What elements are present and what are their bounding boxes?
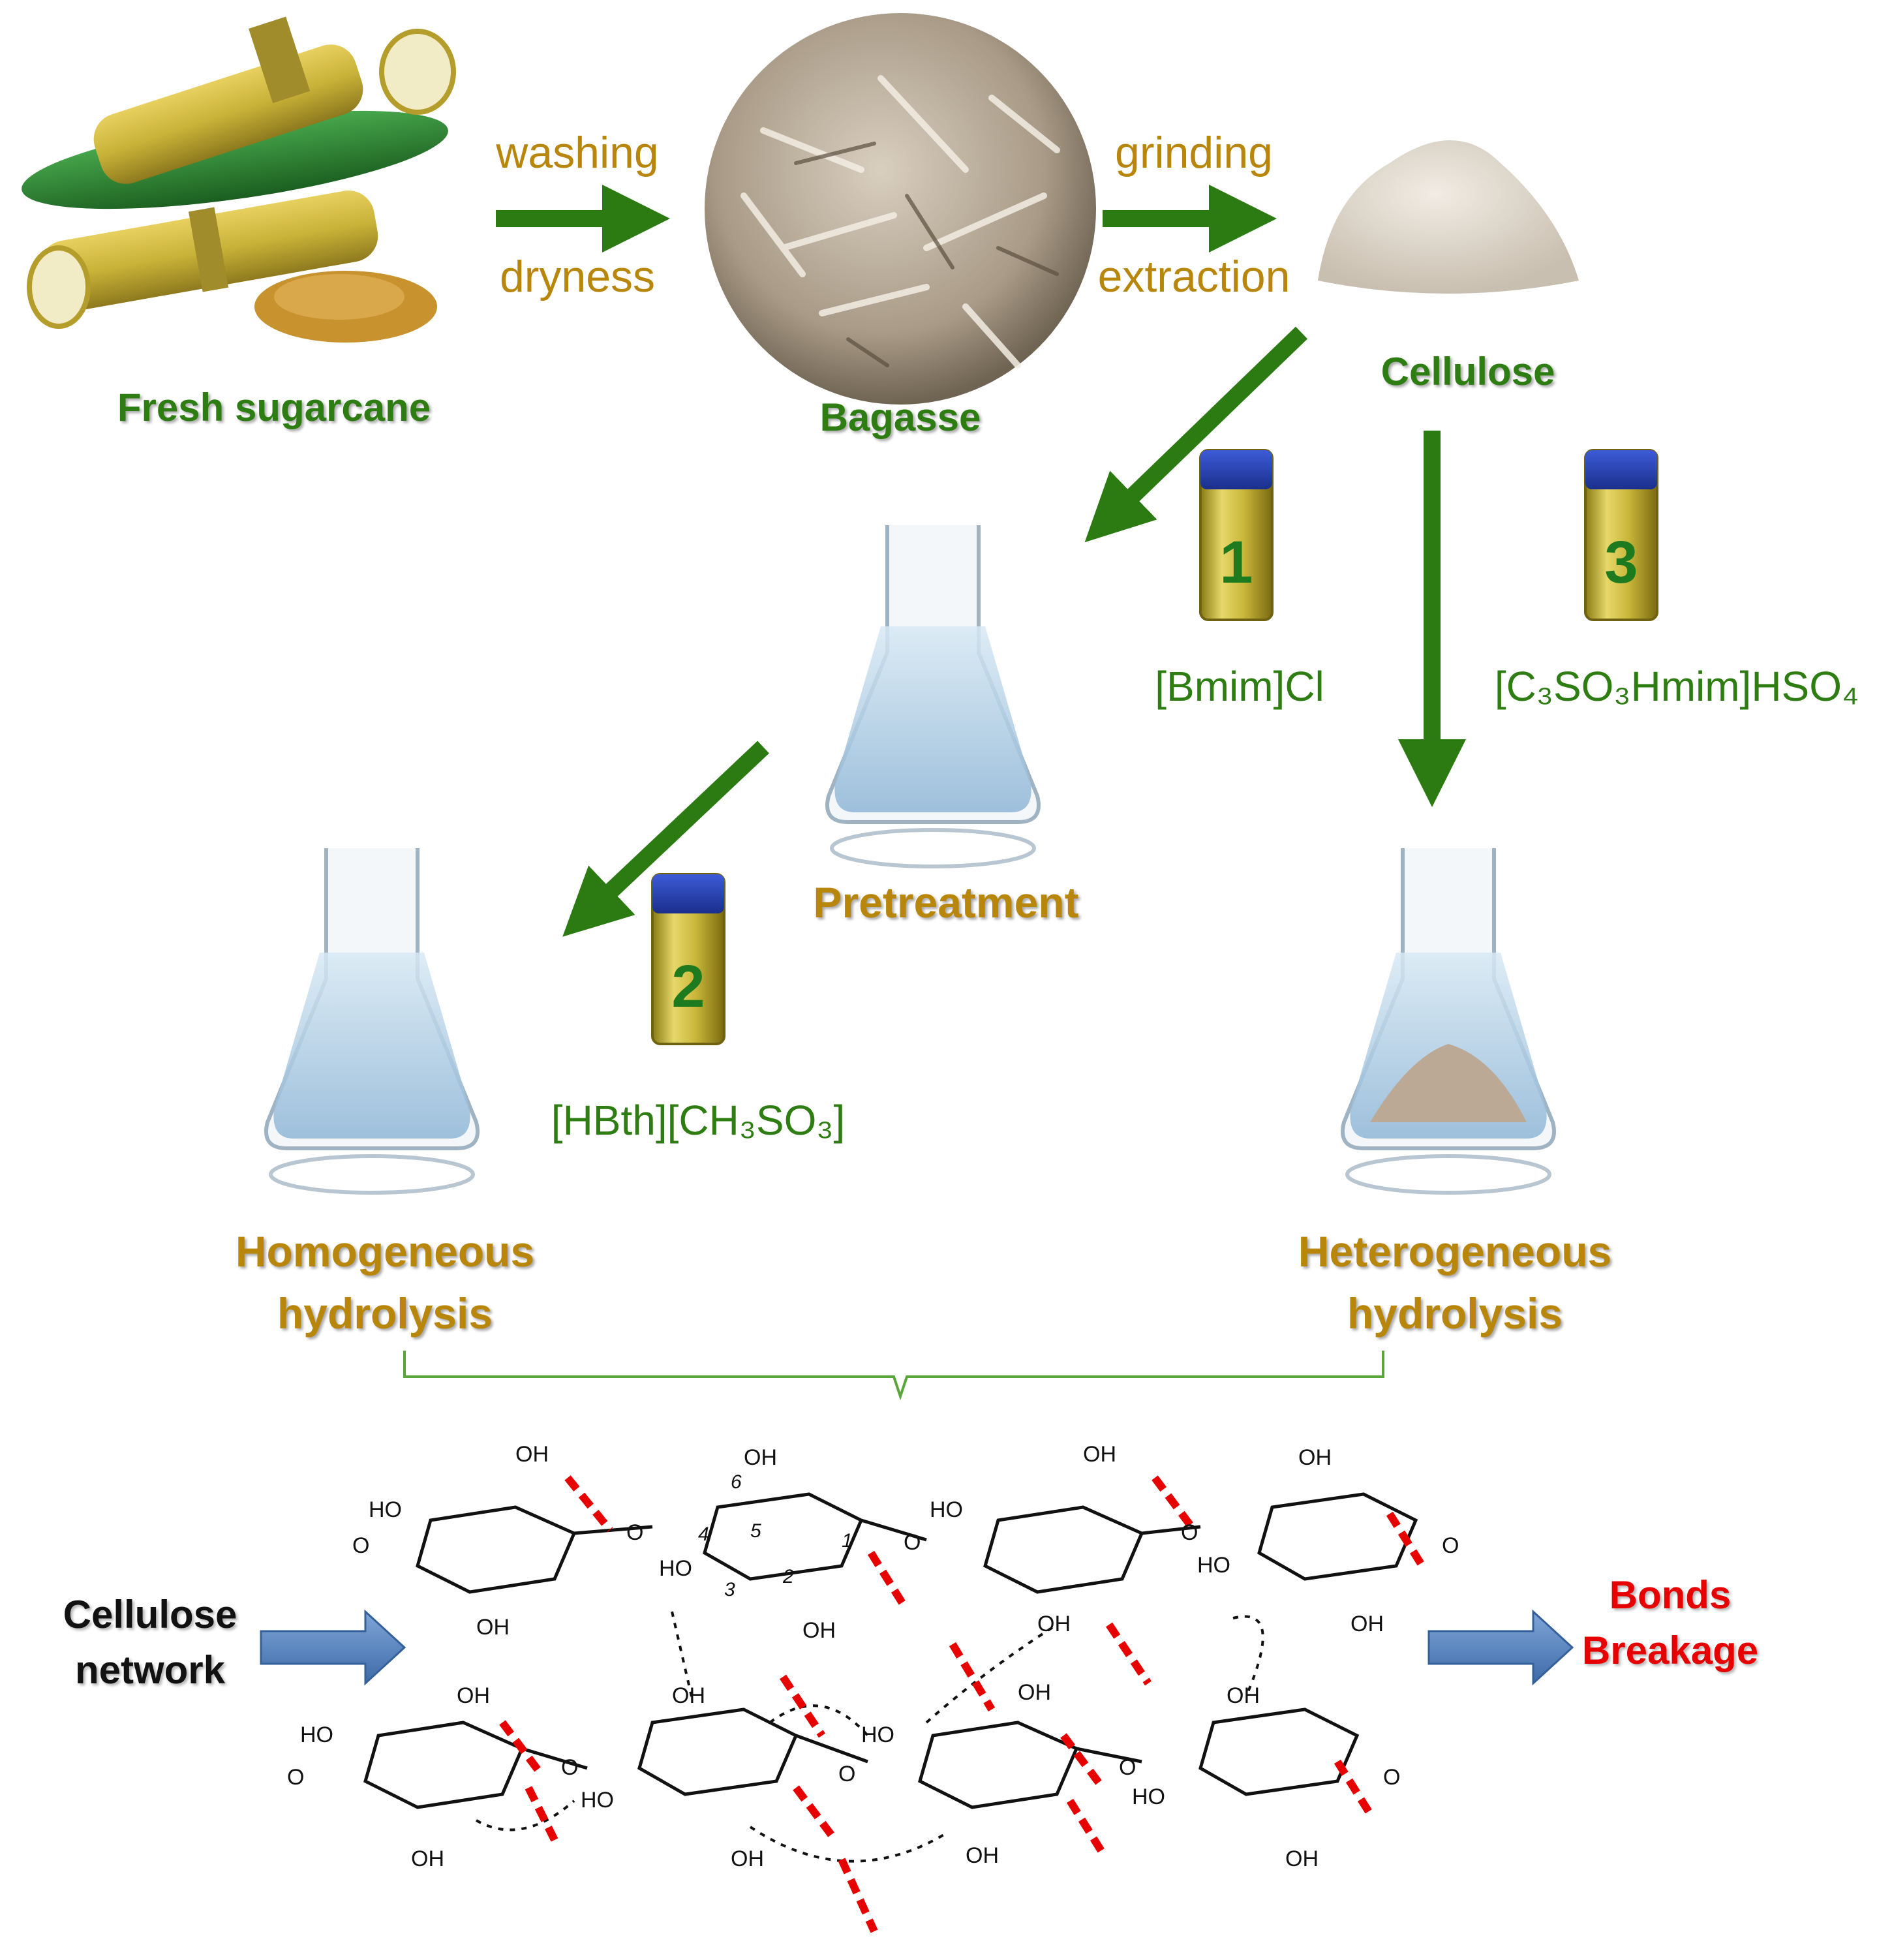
atom-ho: HO [369,1497,402,1522]
carbon-number: 4 [698,1524,709,1545]
atom-oh: OH [1083,1442,1116,1467]
carbon-number: 3 [724,1579,735,1600]
atom-oh: OH [1285,1846,1319,1871]
atom-ho: HO [1132,1784,1165,1809]
label-homogeneous-1: Homogeneous [235,1227,535,1276]
step-washing: washing [496,128,659,177]
carbon-number: 1 [842,1530,853,1552]
label-heterogeneous-2: hydrolysis [1347,1289,1563,1338]
atom-oh: OH [411,1846,444,1871]
label-cellulose-network-2: network [74,1648,226,1692]
atom-o: O [1181,1520,1198,1545]
hydrogen-bonds [476,1611,1264,1863]
atom-o: O [838,1762,856,1786]
atom-ho: HO [930,1497,963,1522]
vial-3-number: 3 [1604,529,1638,596]
carbon-number: 6 [731,1471,742,1493]
pretreatment-flask [825,525,1041,868]
label-heterogeneous-1: Heterogeneous [1298,1227,1612,1276]
atom-oh: OH [802,1618,836,1643]
brace [403,1351,1384,1401]
atom-oh: OH [966,1843,999,1868]
atom-o: O [561,1755,579,1780]
carbon-number: 5 [750,1520,761,1542]
atom-ho: HO [659,1556,692,1581]
atom-oh: OH [1298,1445,1332,1470]
atom-o: O [1383,1765,1401,1790]
atom-oh: OH [1018,1680,1051,1705]
atom-oh: OH [744,1445,777,1470]
atom-ho: HO [581,1788,614,1813]
atom-oh: OH [1037,1612,1071,1636]
atom-o: O [1119,1755,1137,1780]
atom-oh: OH [672,1683,705,1708]
ionic-liquid-3: [C₃SO₃Hmim]HSO₄ [1494,663,1859,710]
label-bonds-breakage-2: Breakage [1581,1629,1759,1672]
atom-oh: OH [457,1683,490,1708]
process-arrows [496,185,1466,937]
label-bagasse: Bagasse [819,395,981,439]
label-fresh-sugarcane: Fresh sugarcane [117,386,431,429]
atom-oh: OH [1227,1683,1260,1708]
carbon-number: 2 [783,1566,794,1587]
label-cellulose: Cellulose [1381,350,1555,393]
atom-o: O [352,1533,370,1558]
blue-arrow-left [260,1609,406,1686]
ionic-liquid-2: [HBth][CH₃SO₃] [551,1097,846,1144]
atom-o: O [626,1520,644,1545]
cellulose-network [363,1492,1418,1809]
homogeneous-flask [264,848,480,1195]
atom-o: O [287,1765,305,1790]
bagasse-image [705,13,1096,405]
atom-oh: OH [515,1442,549,1467]
sugarcane-image [22,16,456,343]
atom-o: O [904,1530,921,1555]
atom-o: O [1442,1533,1459,1558]
vial-1-number: 1 [1219,529,1253,596]
vial-1 [1199,449,1274,621]
step-extraction: extraction [1097,252,1290,301]
label-homogeneous-2: hydrolysis [277,1289,493,1338]
label-cellulose-network-1: Cellulose [63,1593,237,1636]
vial-3 [1584,449,1658,621]
atom-ho: HO [861,1723,894,1747]
atom-oh: OH [476,1615,510,1640]
ionic-liquid-1: [Bmim]Cl [1155,663,1324,710]
label-pretreatment: Pretreatment [813,878,1079,926]
step-dryness: dryness [499,252,656,301]
vial-2-number: 2 [671,953,705,1020]
atom-ho: HO [1197,1553,1230,1578]
atom-oh: OH [1351,1612,1384,1636]
bond-break-marks [499,1475,1426,1933]
atom-ho: HO [300,1723,333,1747]
step-grinding: grinding [1115,128,1273,177]
vial-2 [651,873,725,1045]
atom-oh: OH [731,1846,764,1871]
blue-arrow-right [1427,1609,1574,1686]
label-bonds-breakage-1: Bonds [1609,1573,1732,1617]
heterogeneous-flask [1341,848,1556,1195]
cellulose-powder-image [1318,140,1579,294]
